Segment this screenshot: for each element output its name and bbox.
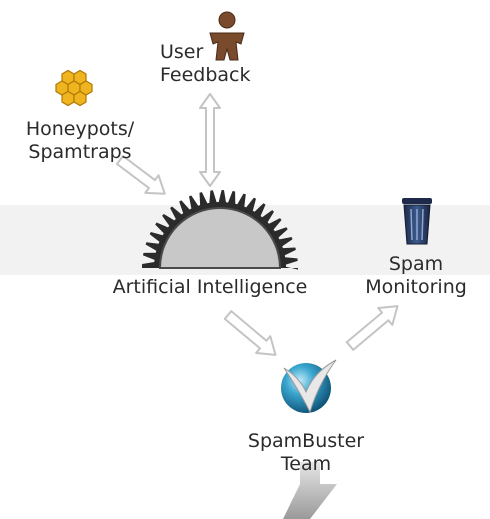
honeycomb-icon xyxy=(55,69,93,107)
spambuster-line1: SpamBuster xyxy=(247,430,365,452)
gear-icon xyxy=(142,190,298,270)
spambuster-line2: Team xyxy=(280,453,332,475)
globe-logo-icon xyxy=(281,359,337,414)
spambuster-to-monitoring-arrow xyxy=(345,305,399,351)
spam-monitoring-line2: Monitoring xyxy=(365,276,467,298)
honeypots-arrow xyxy=(115,155,166,195)
trash-can-icon xyxy=(402,198,432,245)
user-feedback-line1: User xyxy=(160,41,204,63)
person-icon xyxy=(209,11,245,61)
spam-monitoring-label: Spam Monitoring xyxy=(360,253,472,299)
spam-monitoring-line1: Spam xyxy=(388,253,444,275)
user-feedback-double-arrow xyxy=(199,93,221,187)
spambuster-label: SpamBuster Team xyxy=(238,430,374,476)
honeypots-line2: Spamtraps xyxy=(28,141,132,163)
ai-label: Artificial Intelligence xyxy=(100,276,320,299)
user-feedback-label: User Feedback xyxy=(160,41,250,87)
honeypots-label: Honeypots/ Spamtraps xyxy=(20,118,140,164)
user-feedback-line2: Feedback xyxy=(160,64,251,86)
honeypots-line1: Honeypots/ xyxy=(25,118,135,140)
output-down-arrow xyxy=(283,462,337,519)
ai-to-spambuster-arrow xyxy=(223,310,277,356)
ai-label-text: Artificial Intelligence xyxy=(112,276,308,298)
